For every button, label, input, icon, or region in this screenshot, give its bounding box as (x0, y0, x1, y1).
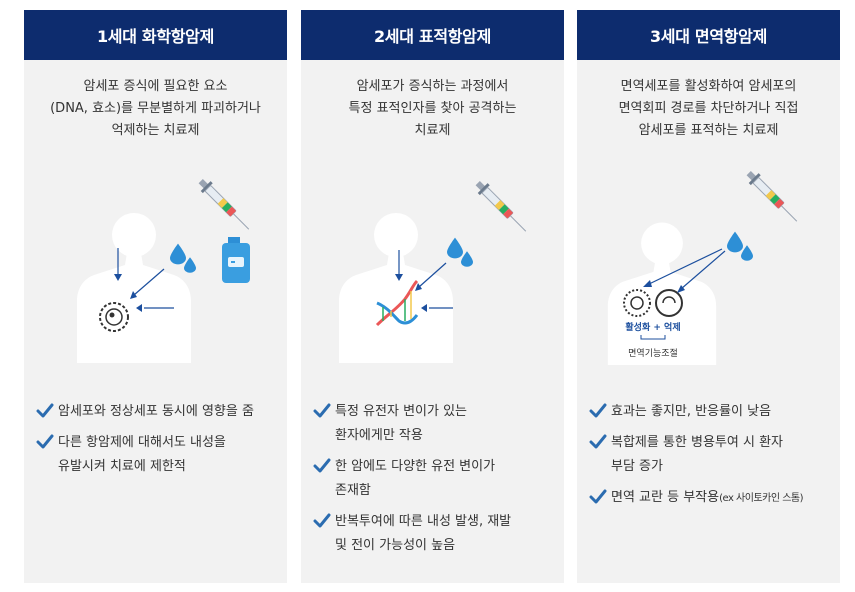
arrow (133, 268, 165, 296)
drop-icon (184, 257, 196, 273)
targeted-illustration (339, 177, 532, 363)
drop-icon (461, 251, 473, 267)
list-item: 암세포와 정상세포 동시에 영향을 줌 (36, 400, 283, 424)
cancer-cell-icon (99, 302, 129, 332)
bullet-list: 암세포와 정상세포 동시에 영향을 줌 다른 항암제에 대해서도 내성을 유발시… (36, 400, 283, 486)
panel-title: 1세대 화학항암제 (24, 10, 287, 60)
immuno-illustration: 활성화 + 억제 면역기능조절 (607, 167, 803, 365)
drop-icon (170, 243, 186, 265)
list-item: 다른 항암제에 대해서도 내성을 유발시켜 치료에 제한적 (36, 431, 283, 479)
panel-description: 면역세포를 활성화하여 암세포의 면역회피 경로를 차단하거나 직접 암세포를 … (618, 79, 799, 138)
check-icon (589, 402, 607, 420)
check-icon (313, 457, 331, 475)
list-item: 특정 유전자 변이가 있는 환자에게만 작용 (313, 400, 560, 448)
panel-description: 암세포가 증식하는 과정에서 특정 표적인자를 찾아 공격하는 치료제 (348, 79, 517, 138)
arrow (680, 250, 726, 290)
panel-description: 암세포 증식에 필요한 요소 (DNA, 효소)를 무분별하게 파괴하거나 억제… (50, 79, 261, 138)
arrow (646, 248, 723, 286)
list-item: 한 암에도 다양한 유전 변이가 존재함 (313, 455, 560, 503)
diagram-label-top: 활성화 + 억제 (625, 321, 680, 333)
bottle-icon (222, 237, 250, 283)
dna-icon (375, 279, 419, 327)
list-item: 복합제를 통한 병용투여 시 환자 부담 증가 (589, 431, 836, 479)
body-silhouette-icon (77, 213, 191, 363)
body-silhouette-icon (339, 213, 453, 363)
bullet-list: 특정 유전자 변이가 있는 환자에게만 작용 한 암에도 다양한 유전 변이가 … (313, 400, 560, 565)
panel-chemo: 1세대 화학항암제 암세포 증식에 필요한 요소 (DNA, 효소)를 무분별하… (24, 10, 287, 583)
check-icon (589, 488, 607, 506)
arrow (418, 262, 447, 288)
drop-icon (741, 245, 753, 261)
check-icon (313, 402, 331, 420)
panel-immuno: 3세대 면역항암제 면역세포를 활성화하여 암세포의 면역회피 경로를 차단하거… (577, 10, 840, 583)
check-icon (589, 433, 607, 451)
panel-targeted: 2세대 표적항암제 암세포가 증식하는 과정에서 특정 표적인자를 찾아 공격하… (301, 10, 564, 583)
syringe-icon (743, 167, 803, 227)
drop-icon (727, 231, 743, 253)
drop-icon (447, 237, 463, 259)
check-icon (36, 402, 54, 420)
syringe-icon (195, 175, 255, 235)
diagram-label-bottom: 면역기능조절 (628, 347, 678, 359)
bullet-note: (ex 사이토카인 스톰) (719, 493, 804, 504)
panel-title: 2세대 표적항암제 (301, 10, 564, 60)
list-item: 면역 교란 등 부작용(ex 사이토카인 스톰) (589, 486, 836, 511)
bullet-list: 효과는 좋지만, 반응률이 낮음 복합제를 통한 병용투여 시 환자 부담 증가… (589, 400, 836, 518)
immune-cell-icon (623, 289, 683, 317)
list-item: 효과는 좋지만, 반응률이 낮음 (589, 400, 836, 424)
check-icon (313, 512, 331, 530)
panel-title: 3세대 면역항암제 (577, 10, 840, 60)
syringe-icon (472, 177, 532, 237)
chemo-illustration (77, 175, 255, 363)
list-item: 반복투여에 따른 내성 발생, 재발 및 전이 가능성이 높음 (313, 510, 560, 558)
check-icon (36, 433, 54, 451)
